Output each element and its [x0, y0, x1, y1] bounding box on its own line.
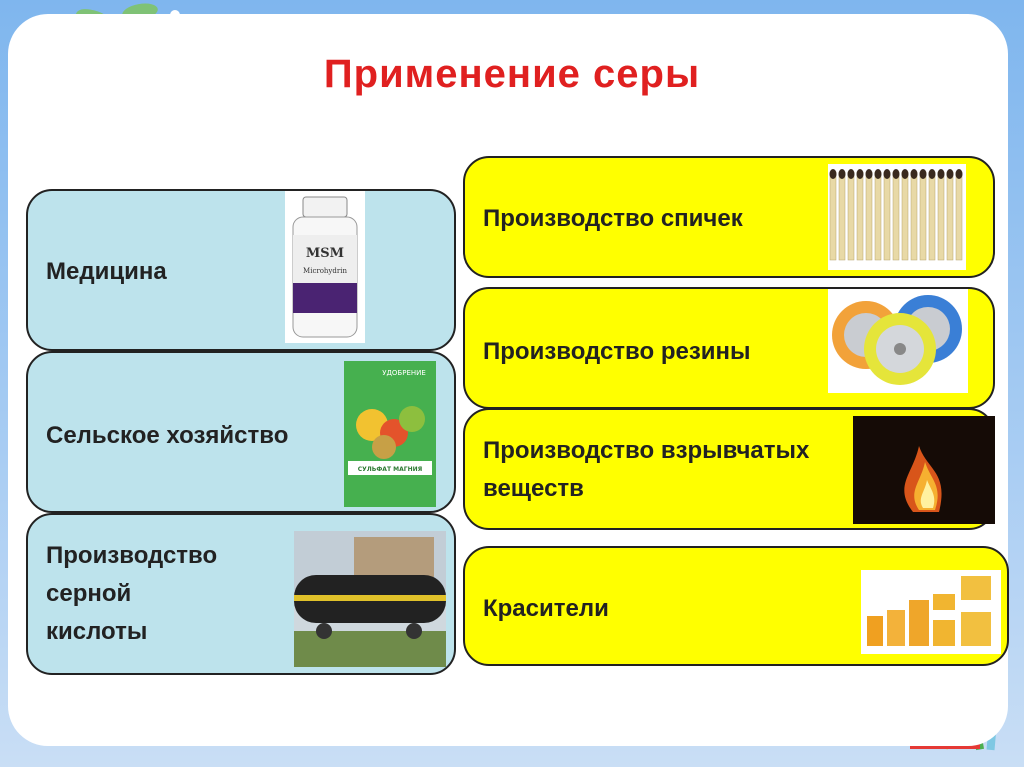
dye-jars-image [861, 570, 1001, 654]
pack-top-text: УДОБРЕНИЕ [382, 369, 426, 377]
tires-image [828, 289, 968, 393]
card-rubber: Производство резины [463, 287, 995, 409]
tank-car-image [294, 531, 446, 667]
card-sulfuric-acid: Производство серной кислоты [26, 513, 456, 675]
card-agriculture: Сельское хозяйство УДОБРЕНИЕ СУЛЬФАТ МАГ… [26, 351, 456, 513]
bottle-sub-text: Microhydrin [303, 267, 347, 275]
card-matches: Производство спичек [463, 156, 995, 278]
pack-bottom-text: СУЛЬФАТ МАГНИЯ [358, 466, 423, 473]
card-dyes-label: Красители [483, 595, 609, 622]
matches-image [828, 164, 966, 270]
card-explosives-label: Производство взрывчатых веществ [483, 437, 810, 502]
fire-image [853, 416, 995, 524]
card-sulfuric-acid-label: Производство серной кислоты [46, 542, 218, 645]
card-explosives: Производство взрывчатых веществ [463, 408, 995, 530]
slide-title: Применение серы [323, 52, 701, 96]
card-matches-label: Производство спичек [483, 205, 743, 232]
supplement-bottle-image: MSM Microhydrin [285, 191, 365, 343]
card-dyes: Красители [463, 546, 1009, 666]
card-medicine-label: Медицина [46, 258, 167, 285]
fertilizer-pack-image: УДОБРЕНИЕ СУЛЬФАТ МАГНИЯ [344, 361, 436, 507]
card-agriculture-label: Сельское хозяйство [46, 422, 289, 449]
card-medicine: Медицина MSM Microhydrin [26, 189, 456, 351]
bottle-brand-text: MSM [306, 246, 344, 261]
card-rubber-label: Производство резины [483, 338, 751, 365]
